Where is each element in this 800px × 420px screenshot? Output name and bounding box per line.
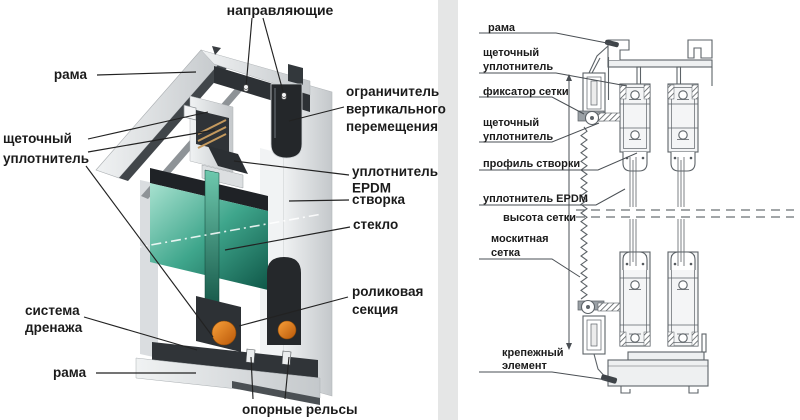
glazing-clamp — [201, 164, 244, 189]
right-leader-lines — [479, 32, 638, 381]
brush-clip — [183, 104, 197, 121]
label-rama: рама — [488, 22, 516, 34]
leader-line — [479, 152, 638, 171]
leader-line — [87, 111, 209, 140]
mesh-fixator-top — [577, 45, 621, 126]
leader-line — [96, 71, 197, 76]
brush-seal-bar — [597, 112, 621, 122]
support-rail-2 — [281, 350, 292, 366]
fastener-screw — [600, 374, 618, 384]
brush-seal-hatch — [643, 84, 651, 100]
top-frame-profile — [604, 39, 713, 100]
label-glass: стекло — [353, 217, 398, 232]
sash-profile-bottom-left — [619, 219, 651, 347]
leader-line — [245, 17, 253, 88]
brush-seal-hatch — [643, 331, 651, 347]
reflection-line — [111, 213, 323, 253]
leader-line — [262, 17, 285, 96]
roller-left — [211, 320, 237, 346]
leader-line — [85, 165, 214, 338]
bottom-frame-profile — [607, 333, 709, 394]
sash-profile-bottom-right — [667, 218, 699, 347]
right-annotation-lines — [566, 74, 794, 350]
brush-seal-bar — [597, 302, 621, 312]
leader-line — [288, 199, 350, 202]
brush-seal-hatch — [619, 331, 627, 347]
support-rail-1 — [245, 348, 256, 364]
brush-seal-hatch — [619, 84, 627, 100]
leader-line — [284, 356, 290, 400]
leader-line — [479, 96, 585, 115]
mosquito-mesh-zigzag — [580, 126, 588, 300]
leader-line — [479, 72, 628, 87]
label-sash-profile: профиль створки — [483, 158, 580, 170]
leader-line — [238, 296, 349, 327]
leader-dot — [281, 92, 287, 98]
label-sash: створка — [352, 192, 405, 207]
leader-line — [479, 32, 613, 45]
dimension-arrow-down — [566, 343, 572, 350]
leader-line — [224, 226, 351, 251]
label-mesh-fixator: фиксатор сетки — [483, 86, 569, 98]
sash-profile-top-left — [619, 83, 651, 207]
dimension-arrow-up — [566, 74, 572, 81]
leader-line — [479, 122, 600, 143]
label-frame-bottom: рама — [53, 365, 87, 380]
leader-line — [83, 316, 198, 351]
top-right-hook — [288, 64, 303, 85]
sash-profile-top-right — [667, 83, 699, 208]
drainage-tray — [152, 342, 318, 381]
leader-line — [87, 129, 216, 153]
leader-line — [233, 160, 350, 176]
label-guides: направляющие — [227, 2, 334, 18]
glazing-wedge — [208, 146, 248, 174]
bottom-lip — [232, 381, 320, 405]
leader-line — [479, 188, 626, 206]
label-epdm: уплотнитель EPDM — [483, 193, 588, 205]
cap-tip — [212, 46, 221, 55]
vertical-limiter-seal — [270, 83, 303, 159]
leader-line — [479, 371, 608, 381]
glazing-pocket — [622, 251, 648, 270]
panel-divider — [438, 0, 458, 420]
label-mesh-height: высота сетки — [503, 212, 576, 224]
mesh-fixator-bottom — [577, 299, 621, 384]
left-leader-lines — [83, 17, 351, 400]
glazing-pocket — [622, 152, 648, 172]
leader-line — [250, 356, 254, 400]
label-support-rails: опорные рельсы — [242, 402, 358, 417]
roller-right — [277, 320, 297, 340]
leader-dot — [243, 84, 249, 90]
glass-lines — [629, 157, 637, 207]
section-drawing — [577, 39, 713, 394]
glass-lines — [629, 219, 637, 266]
leader-line — [479, 258, 581, 278]
window-3d-illustration — [95, 46, 333, 405]
label-frame-top: рама — [54, 67, 88, 82]
leader-line — [288, 106, 345, 122]
